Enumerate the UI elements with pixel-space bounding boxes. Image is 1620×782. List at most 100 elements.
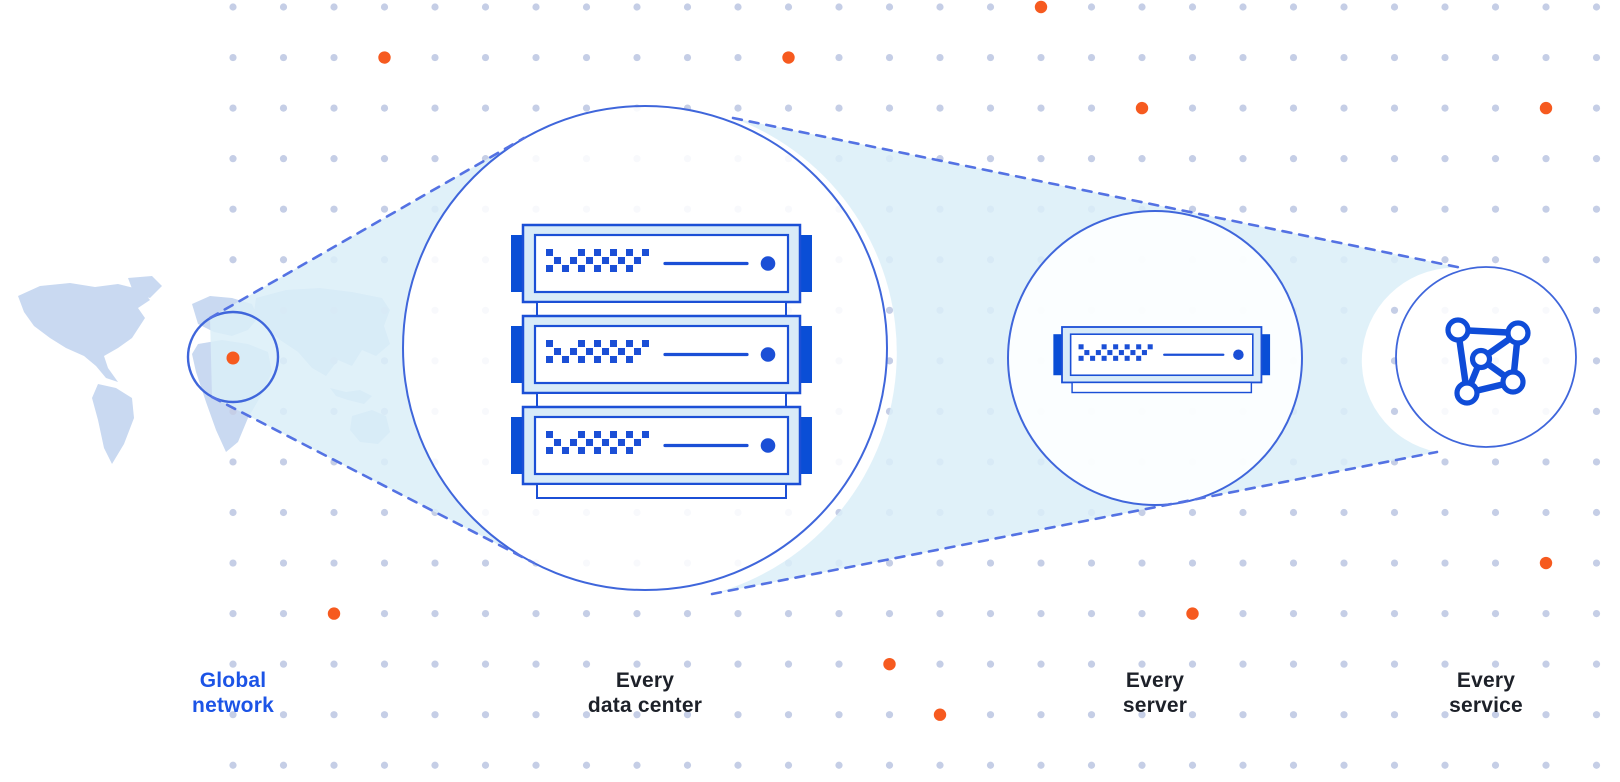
- grid-dot: [885, 53, 894, 62]
- grid-dot: [1138, 508, 1146, 517]
- map-location-orange-dot: [226, 351, 240, 365]
- server-led-square: [578, 265, 585, 272]
- server-led-square: [1113, 355, 1119, 361]
- grid-dot: [835, 761, 843, 769]
- server-led-square: [562, 265, 569, 272]
- grid-dot: [1239, 104, 1247, 112]
- server-led-square: [594, 431, 601, 438]
- grid-dot: [1289, 53, 1298, 62]
- grid-dot: [1239, 610, 1247, 618]
- label-line: data center: [587, 694, 703, 717]
- grid-dot: [582, 104, 591, 112]
- grid-dot: [683, 761, 692, 769]
- grid-dot: [1138, 559, 1146, 567]
- grid-dot: [1289, 761, 1298, 769]
- magnifier-dash-line: [710, 450, 1439, 596]
- grid-dot: [734, 3, 742, 11]
- grid-dot: [1138, 53, 1146, 62]
- server-led-square: [610, 249, 617, 256]
- grid-dot: [1138, 610, 1146, 618]
- grid-dot: [986, 660, 995, 668]
- server-led-square: [642, 431, 649, 438]
- server-led-square: [578, 431, 585, 438]
- grid-dot: [1239, 508, 1247, 517]
- grid-dot: [380, 610, 389, 618]
- grid-dot: [1289, 559, 1298, 567]
- grid-dot: [279, 660, 288, 668]
- label-every-service: Every service: [1449, 668, 1523, 718]
- grid-dot: [582, 761, 591, 769]
- grid-dot: [936, 660, 944, 668]
- grid-dot: [1491, 559, 1500, 567]
- grid-dot: [1188, 711, 1197, 719]
- grid-dot: [1441, 559, 1449, 567]
- grid-dot: [1037, 711, 1045, 719]
- server-led-square: [618, 257, 625, 264]
- magnifier-dashed-lines: [208, 116, 1464, 596]
- grid-dot: [1188, 660, 1197, 668]
- grid-dot: [1592, 711, 1601, 719]
- grid-dot: [279, 155, 288, 163]
- grid-dot: [431, 761, 439, 769]
- server-power-dot: [760, 256, 776, 271]
- grid-dot: [1542, 508, 1550, 517]
- grid-dot: [734, 761, 742, 769]
- server-ear-left: [1053, 334, 1062, 376]
- orange-dot: [782, 51, 795, 64]
- grid-dot: [279, 508, 288, 517]
- grid-dot: [431, 104, 439, 112]
- server-led-square: [610, 431, 617, 438]
- grid-dot: [380, 559, 389, 567]
- grid-dot: [683, 53, 692, 62]
- server-led-square: [1101, 344, 1107, 350]
- server-led-square: [578, 340, 585, 347]
- server-ear-right: [800, 326, 812, 383]
- server-led-square: [610, 340, 617, 347]
- grid-dot: [1542, 53, 1550, 62]
- grid-dot: [330, 104, 338, 112]
- grid-dot: [1340, 610, 1348, 618]
- label-line: Global: [199, 669, 267, 692]
- grid-dot: [279, 205, 288, 213]
- grid-dot: [1592, 610, 1601, 618]
- orange-dot: [1539, 556, 1553, 570]
- grid-dot: [582, 660, 591, 668]
- label-line: Every: [1456, 669, 1516, 692]
- grid-dot: [1592, 761, 1601, 769]
- grid-dot: [1592, 3, 1601, 11]
- server-led-square: [1136, 355, 1142, 361]
- grid-dot: [481, 53, 490, 62]
- grid-dot: [1188, 508, 1197, 517]
- grid-dot: [1390, 761, 1399, 769]
- server-led-square: [546, 447, 553, 454]
- grid-dot: [481, 559, 490, 567]
- world-map-landmass: [128, 276, 162, 298]
- grid-dot: [330, 711, 338, 719]
- beam-map-to-datacenter: [210, 138, 534, 563]
- grid-dot: [1340, 53, 1348, 62]
- server-led-square: [1118, 350, 1124, 356]
- grid-dot: [986, 559, 995, 567]
- grid-dot: [936, 559, 944, 567]
- server-power-dot: [760, 438, 776, 453]
- server-led-square: [586, 257, 593, 264]
- grid-dot: [1441, 711, 1449, 719]
- grid-dot: [1491, 104, 1500, 112]
- server-led-square: [546, 340, 553, 347]
- server-led-square: [610, 356, 617, 363]
- grid-dot: [431, 660, 439, 668]
- grid-dot: [1087, 559, 1096, 567]
- magnifier-dash-line: [208, 136, 526, 320]
- grid-dot: [1542, 711, 1550, 719]
- server-led-square: [642, 340, 649, 347]
- grid-dot: [380, 508, 389, 517]
- grid-dot: [1037, 155, 1045, 163]
- grid-dot: [1542, 660, 1550, 668]
- grid-dot: [1138, 711, 1146, 719]
- grid-dot: [885, 761, 894, 769]
- grid-dot: [734, 104, 742, 112]
- world-map-landmass: [92, 384, 134, 464]
- grid-dot: [1340, 660, 1348, 668]
- grid-dot: [835, 660, 843, 668]
- grid-dot: [1592, 104, 1601, 112]
